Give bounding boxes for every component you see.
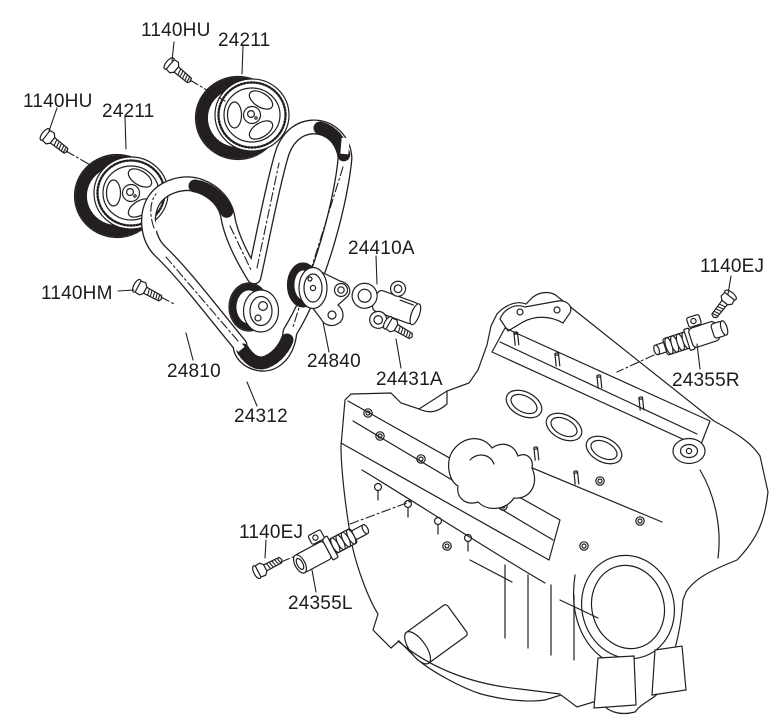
bolt-1140hu-left [37, 126, 73, 158]
timing-belt [145, 127, 349, 364]
bolt-1140ej-lower [250, 552, 286, 581]
engine-assembly [340, 291, 769, 715]
callout-1140hm: 1140HM [41, 283, 113, 304]
callout-24211-left: 24211 [102, 101, 155, 122]
leader-lines [48, 41, 732, 593]
oil-control-valve-left [292, 524, 370, 574]
callout-24355r: 24355R [672, 370, 740, 391]
bolt-1140hm [130, 277, 166, 306]
camshaft-sprocket-upper [196, 77, 290, 160]
callout-24810: 24810 [167, 361, 221, 382]
bolt-1140ej-right [707, 287, 739, 323]
callout-1140hu-upper: 1140HU [141, 20, 211, 41]
callout-1140ej-lower: 1140EJ [239, 522, 304, 543]
callout-24431a: 24431A [376, 369, 443, 390]
oil-control-valve-right [653, 314, 729, 356]
callout-24312: 24312 [234, 406, 288, 427]
callout-24840: 24840 [307, 351, 361, 372]
callout-24355l: 24355L [288, 593, 353, 614]
callout-24211-upper: 24211 [218, 30, 271, 51]
belt-splice-marks [145, 137, 350, 352]
callout-24410a: 24410A [348, 238, 415, 259]
callout-1140hu-left: 1140HU [23, 91, 93, 112]
callout-1140ej-right: 1140EJ [700, 256, 765, 277]
idler-pulley [228, 282, 280, 333]
auto-tensioner [351, 280, 422, 329]
bolt-1140hu-upper [161, 55, 196, 88]
tensioner-arm [286, 262, 351, 327]
